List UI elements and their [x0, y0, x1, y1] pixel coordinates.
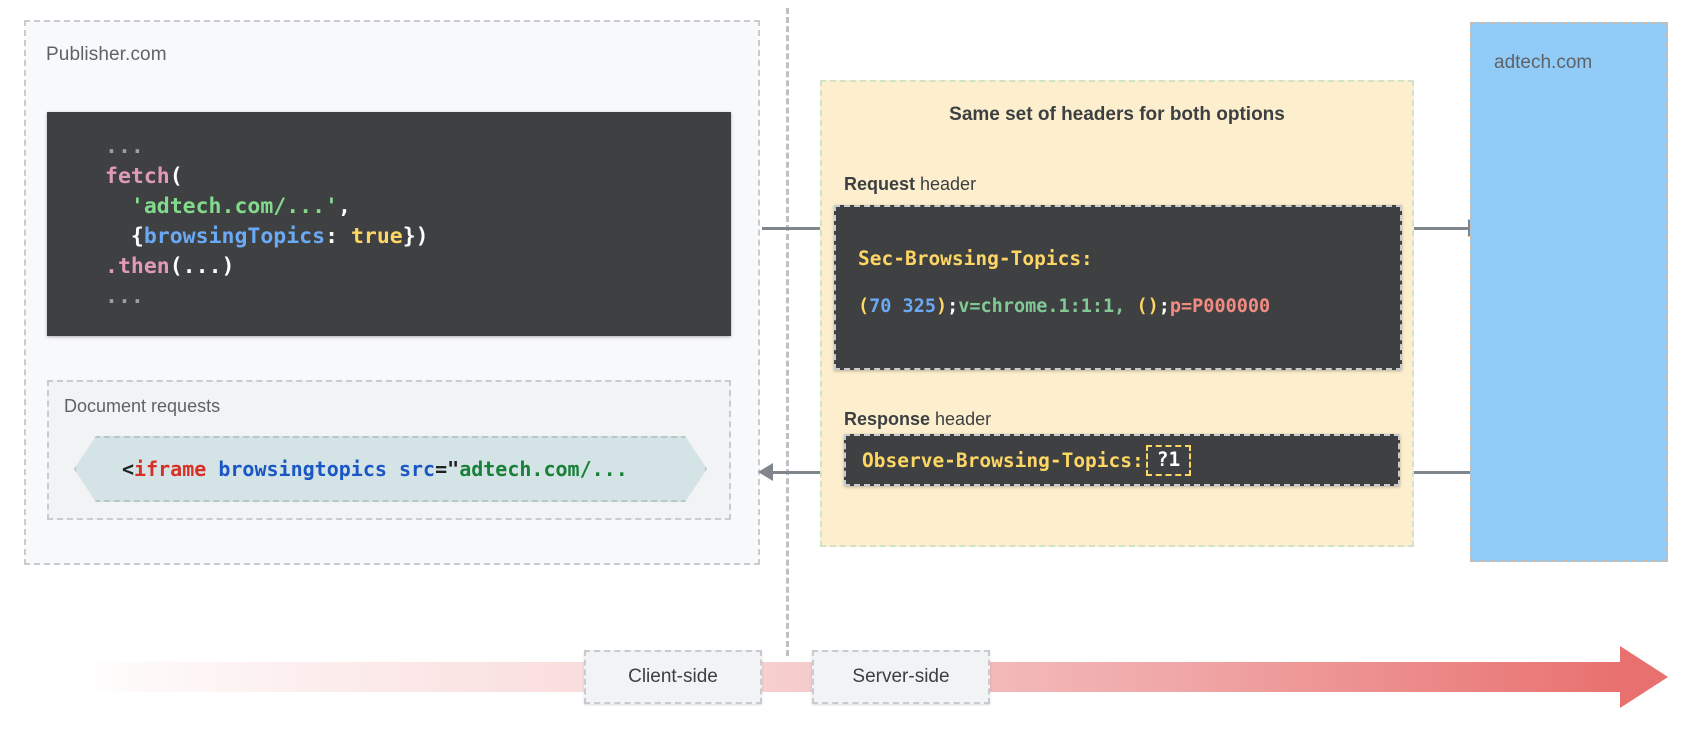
code-token: adtech.com/...: [459, 457, 628, 481]
code-token: ,: [338, 194, 351, 219]
code-token: 'adtech.com/...': [130, 194, 338, 219]
request-caption-bold: Request: [844, 174, 916, 194]
arrow-headers-to-adtech: [1408, 227, 1470, 230]
code-token: [105, 194, 131, 219]
response-header-value: ?1: [1145, 444, 1192, 476]
code-token: iframe: [134, 457, 207, 481]
arrow-left-head-icon: [758, 463, 773, 481]
code-token: {: [105, 224, 144, 249]
code-token: =": [435, 457, 460, 481]
response-header-caption: Response header: [844, 409, 991, 430]
code-line: 'adtech.com/...',: [105, 192, 731, 222]
client-server-divider: [786, 8, 789, 656]
timeline-arrow-head-icon: [1620, 646, 1668, 708]
response-header-box: Observe-Browsing-Topics: ?1: [844, 434, 1400, 486]
response-header-name: Observe-Browsing-Topics:: [862, 448, 1144, 472]
code-token: browsingTopics: [143, 224, 326, 249]
code-token: true: [350, 224, 403, 249]
code-token: [206, 457, 218, 481]
code-token: ): [935, 296, 948, 317]
code-token: (: [858, 296, 870, 317]
server-side-chip: Server-side: [812, 650, 990, 704]
code-token: browsingtopics src: [218, 457, 436, 481]
headers-panel: Same set of headers for both options Req…: [820, 80, 1414, 547]
publisher-panel: Publisher.com ... fetch( 'adtech.com/...…: [24, 20, 760, 565]
document-requests-panel: Document requests <iframe browsingtopics…: [47, 380, 731, 520]
arrow-adtech-to-headers: [1408, 471, 1470, 474]
iframe-snippet-code: <iframe browsingtopics src="adtech.com/.…: [122, 457, 628, 481]
code-token: ...: [105, 284, 144, 309]
request-header-name: Sec-Browsing-Topics:: [858, 247, 1093, 270]
code-line: ...: [105, 132, 731, 162]
fetch-code-block: ... fetch( 'adtech.com/...', {browsingTo…: [47, 112, 731, 336]
code-token: .then: [105, 254, 170, 279]
code-line: fetch(: [105, 162, 731, 192]
code-token: (): [1136, 296, 1159, 317]
code-token: }): [402, 224, 429, 249]
code-token: :: [325, 224, 351, 249]
code-token: ...: [105, 134, 144, 159]
headers-panel-title: Same set of headers for both options: [949, 104, 1285, 125]
code-line: {browsingTopics: true}): [105, 222, 731, 252]
code-line: ...: [105, 282, 731, 312]
code-token: v=chrome.1:1:1,: [958, 296, 1126, 317]
code-token: (: [169, 164, 183, 189]
code-token: (...): [169, 254, 235, 279]
iframe-snippet-banner: <iframe browsingtopics src="adtech.com/.…: [74, 436, 707, 502]
request-header-caption: Request header: [844, 174, 976, 195]
publisher-label: Publisher.com: [46, 44, 167, 65]
adtech-label: adtech.com: [1494, 52, 1593, 73]
response-caption-bold: Response: [844, 409, 931, 429]
client-side-chip: Client-side: [584, 650, 762, 704]
code-line: .then(...): [105, 252, 731, 282]
code-token: fetch: [105, 164, 170, 189]
adtech-panel: adtech.com: [1470, 22, 1668, 562]
document-requests-label: Document requests: [64, 396, 221, 416]
code-token: <: [122, 457, 135, 481]
request-caption-rest: header: [915, 174, 977, 194]
code-token: ;: [947, 296, 959, 317]
code-token: p=P000000: [1169, 296, 1271, 317]
code-token: ;: [1158, 296, 1170, 317]
request-header-box: Sec-Browsing-Topics: (70 325);v=chrome.1…: [834, 205, 1402, 370]
request-header-value: (70 325);v=chrome.1:1:1, ();p=P000000: [858, 296, 1400, 317]
response-caption-rest: header: [930, 409, 992, 429]
arrow-headers-to-publisher: [762, 471, 830, 474]
code-token: [1125, 296, 1136, 317]
code-token: 70 325: [869, 296, 936, 317]
arrow-publisher-to-headers: [762, 227, 828, 230]
